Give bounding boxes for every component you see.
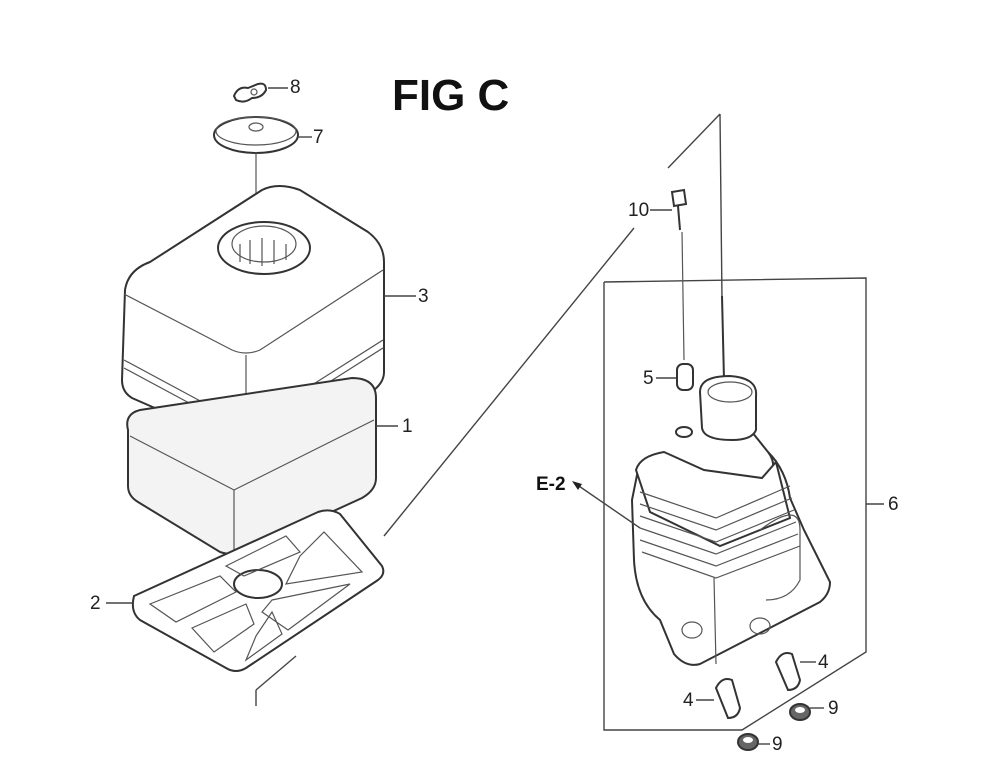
reference-e2: E-2 xyxy=(536,474,566,495)
bolt-part xyxy=(670,188,688,231)
callout-4-right: 4 xyxy=(818,652,829,673)
callout-4-left: 4 xyxy=(683,690,694,711)
callout-1-label: 1 xyxy=(402,416,413,437)
callout-7: 7 xyxy=(313,127,324,148)
callout-2: 2 xyxy=(90,593,101,614)
callout-3: 3 xyxy=(418,286,429,307)
wing-nut-part xyxy=(232,82,268,103)
collar-part xyxy=(676,363,694,391)
callout-5: 5 xyxy=(643,368,654,389)
nut-part-right xyxy=(789,703,811,721)
grommet-part-right xyxy=(774,652,802,692)
nut-part-left xyxy=(737,733,759,751)
air-cleaner-case-part xyxy=(630,374,832,666)
grommet-part-left xyxy=(714,678,742,720)
cover-cap-part xyxy=(213,116,299,154)
callout-9-left: 9 xyxy=(772,734,783,755)
base-plate-part xyxy=(131,509,385,672)
foam-filter-element-part xyxy=(126,376,377,555)
callout-6: 6 xyxy=(888,494,899,515)
figure-title: FIG C xyxy=(392,71,509,120)
reference-arrow-icon xyxy=(572,481,582,490)
callout-10: 10 xyxy=(628,200,649,221)
callout-8: 8 xyxy=(290,77,301,98)
callout-9-right: 9 xyxy=(828,698,839,719)
